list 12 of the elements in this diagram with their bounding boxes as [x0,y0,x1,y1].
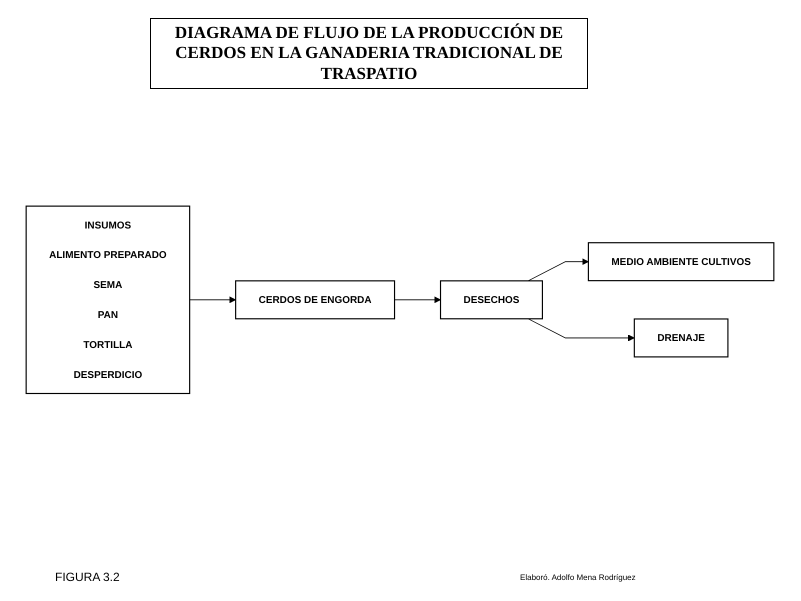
node-box: DESECHOS [440,280,543,320]
arrow [528,258,589,282]
author-note: Elaboró. Adolfo Mena Rodríguez [520,573,636,582]
title-box: DIAGRAMA DE FLUJO DE LA PRODUCCIÓN DE CERDOS EN LA GANADERIA TRADICIONAL DE TRASPATIO [150,18,588,90]
arrow [394,296,441,304]
arrow [189,296,236,304]
node-box: DRENAJE [634,318,728,358]
arrow [528,318,635,342]
figure-caption: FIGURA 3.2 [55,570,120,584]
node-box: INSUMOS ALIMENTO PREPARADO SEMA PAN TORTILLA DESPERDICIO [26,206,190,394]
node-box: CERDOS DE ENGORDA [235,280,396,320]
node-box: MEDIO AMBIENTE CULTIVOS [588,242,774,282]
